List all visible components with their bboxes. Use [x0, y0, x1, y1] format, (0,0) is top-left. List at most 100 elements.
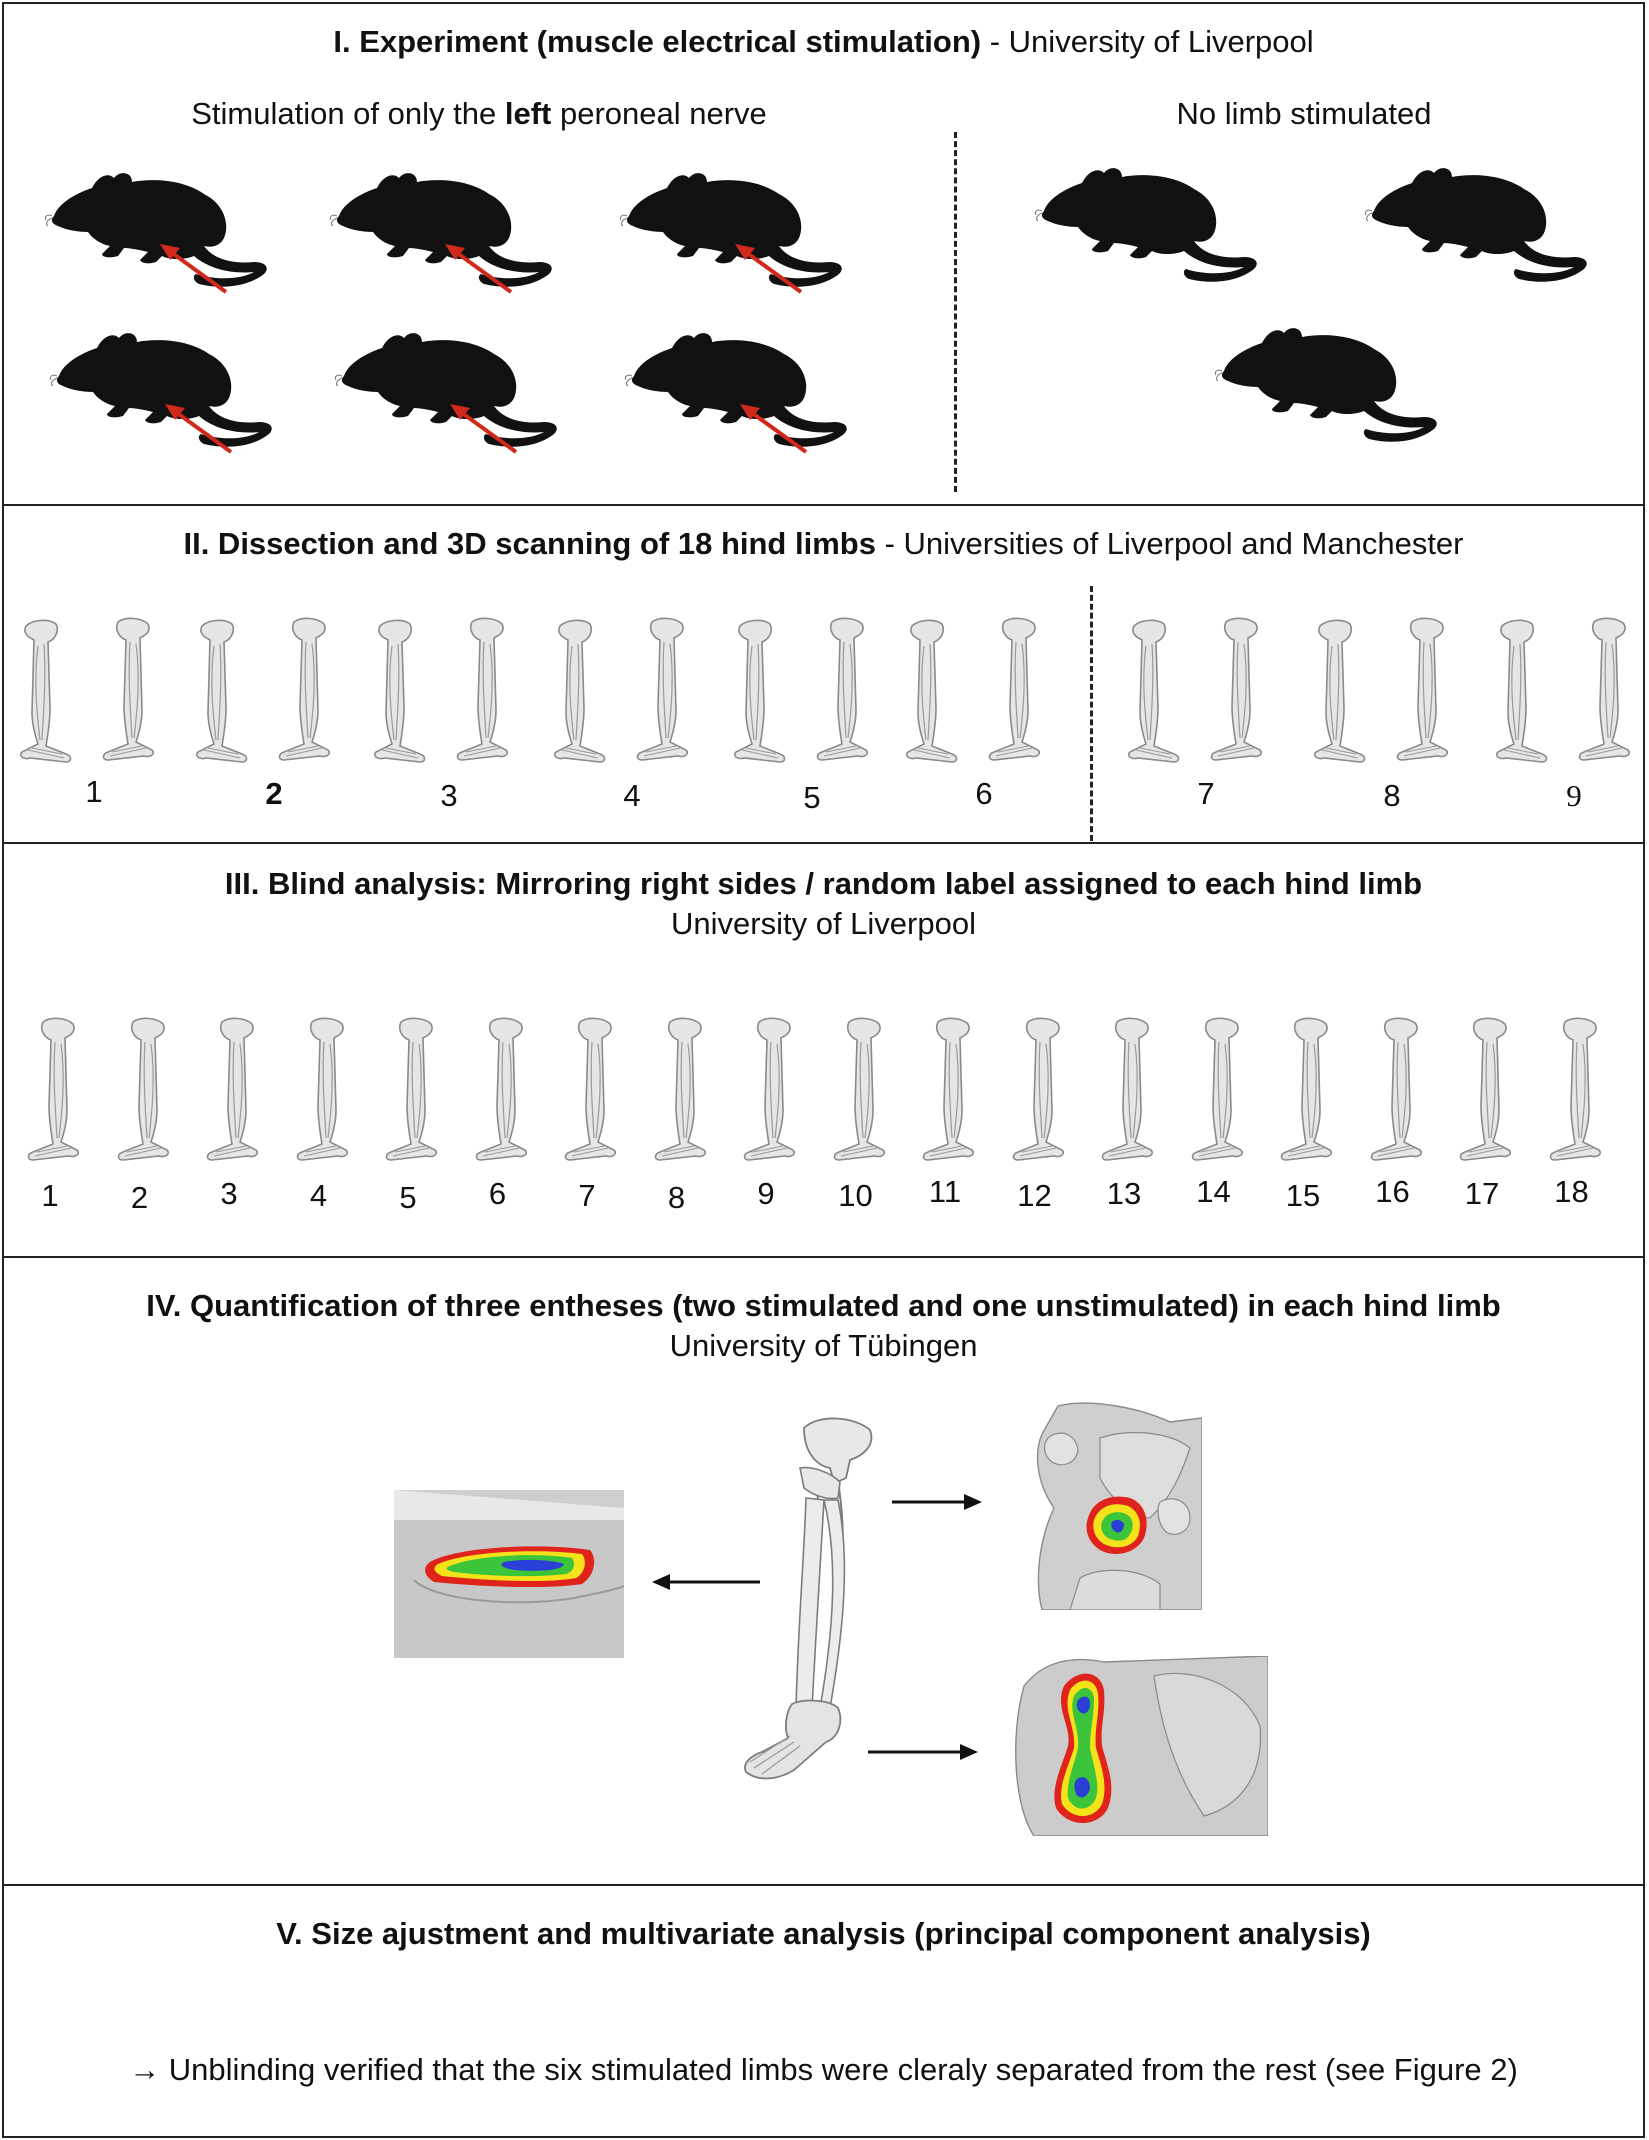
- hind-limb-left: [1488, 616, 1548, 766]
- enthesis-closeup-left: [394, 1490, 624, 1658]
- mirrored-hind-limb: [649, 1014, 719, 1164]
- panel2-title: II. Dissection and 3D scanning of 18 hin…: [4, 524, 1643, 564]
- panel4-subtitle: University of Tübingen: [669, 1328, 978, 1363]
- mirrored-hind-limb: [1186, 1014, 1256, 1164]
- limb-label: 12: [1017, 1178, 1052, 1213]
- hind-limb-right: [278, 614, 338, 764]
- limb-label: 6: [488, 1176, 507, 1211]
- panel-quantification: IV. Quantification of three entheses (tw…: [2, 1256, 1645, 1886]
- mirrored-hind-limb: [291, 1014, 361, 1164]
- panel3-subtitle: University of Liverpool: [671, 906, 976, 941]
- hind-limb-right: [636, 614, 696, 764]
- hind-limb-left: [546, 616, 606, 766]
- stimulated-rat: [329, 164, 559, 304]
- control-rat: [1364, 159, 1594, 299]
- hind-limb-left: [726, 616, 786, 766]
- limb-label: 16: [1375, 1174, 1410, 1209]
- panel5-title: V. Size ajustment and multivariate analy…: [276, 1916, 1371, 1951]
- mirrored-hind-limb: [828, 1014, 898, 1164]
- group-divider: [1090, 586, 1093, 841]
- limb-label: 3: [220, 1176, 238, 1211]
- hind-limb-right: [1578, 614, 1638, 764]
- mirrored-hind-limb: [1007, 1014, 1077, 1164]
- pair-label: 5: [803, 780, 821, 815]
- limb-label: 11: [928, 1174, 962, 1209]
- stimulated-caption: Stimulation of only the left peroneal ne…: [4, 94, 954, 134]
- stimulated-caption-pre: Stimulation of only the: [191, 96, 505, 131]
- control-rat: [1214, 319, 1444, 459]
- limb-label: 10: [838, 1178, 873, 1213]
- pair-label: 6: [975, 776, 993, 811]
- hind-limb-model: [744, 1417, 873, 1780]
- mirrored-hind-limb: [112, 1014, 182, 1164]
- enthesis-closeup-bottom: [1004, 1656, 1268, 1836]
- panel1-title-bold: I. Experiment (muscle electrical stimula…: [333, 24, 982, 59]
- limb-label: 14: [1196, 1174, 1231, 1209]
- hind-limb-left: [12, 616, 72, 766]
- limb-label: 18: [1554, 1174, 1589, 1209]
- hind-limb-left: [188, 616, 248, 766]
- pair-label: 4: [623, 778, 641, 813]
- mirrored-hind-limb: [1096, 1014, 1166, 1164]
- limb-label: 5: [399, 1180, 417, 1215]
- stimulated-rat: [334, 324, 564, 464]
- hind-limb-left: [1306, 616, 1366, 766]
- hind-limb-left: [1120, 616, 1180, 766]
- limb-label: 13: [1106, 1176, 1142, 1211]
- hind-limb-right: [456, 614, 516, 764]
- stimulated-rat: [49, 324, 279, 464]
- arrow-left-icon: [652, 1574, 760, 1590]
- limb-label: 9: [757, 1176, 775, 1211]
- group-divider: [954, 132, 957, 492]
- hind-limb-right: [988, 614, 1048, 764]
- mirrored-hind-limb: [738, 1014, 808, 1164]
- panel1-title: I. Experiment (muscle electrical stimula…: [4, 22, 1643, 62]
- panel-multivariate: V. Size ajustment and multivariate analy…: [2, 1884, 1645, 2138]
- pair-label: 7: [1197, 776, 1215, 811]
- panel-experiment: I. Experiment (muscle electrical stimula…: [2, 2, 1645, 506]
- mirrored-hind-limb: [470, 1014, 540, 1164]
- panel3-title: III. Blind analysis: Mirroring right sid…: [224, 866, 1423, 901]
- enthesis-closeup-top: [1030, 1398, 1202, 1610]
- stimulated-caption-post: peroneal nerve: [551, 96, 767, 131]
- mirrored-hind-limb: [559, 1014, 629, 1164]
- panel1-title-rest: - University of Liverpool: [981, 24, 1314, 59]
- pair-label: 8: [1383, 778, 1401, 813]
- mirrored-hind-limb: [1544, 1014, 1614, 1164]
- arrow-right-icon: [868, 1744, 978, 1760]
- stimulated-caption-bold: left: [504, 96, 552, 131]
- hind-limb-right: [102, 614, 162, 764]
- pair-label: 3: [440, 778, 458, 813]
- pair-label: 2: [265, 776, 283, 811]
- stimulated-rat: [619, 164, 849, 304]
- hind-limb-right: [816, 614, 876, 764]
- limb-label: 7: [578, 1178, 596, 1213]
- panel-blind-analysis: III. Blind analysis: Mirroring right sid…: [2, 842, 1645, 1258]
- hind-limb-right: [1396, 614, 1456, 764]
- limb-label: 4: [309, 1178, 328, 1213]
- mirrored-hind-limb: [22, 1014, 92, 1164]
- hind-limb-left: [366, 616, 426, 766]
- control-caption: No limb stimulated: [1176, 96, 1432, 131]
- mirrored-hind-limb: [380, 1014, 450, 1164]
- arrow-right-icon: [892, 1494, 982, 1510]
- limb-label: 15: [1285, 1178, 1321, 1213]
- conclusion-text: → Unblinding verified that the six stimu…: [129, 2052, 1518, 2087]
- mirrored-hind-limb: [917, 1014, 987, 1164]
- hind-limb-right: [1210, 614, 1270, 764]
- mirrored-hind-limb: [1454, 1014, 1524, 1164]
- panel2-title-bold: II. Dissection and 3D scanning of 18 hin…: [183, 526, 876, 561]
- mirrored-hind-limb: [1365, 1014, 1435, 1164]
- hind-limb-left: [898, 616, 958, 766]
- panel-dissection: II. Dissection and 3D scanning of 18 hin…: [2, 504, 1645, 844]
- pair-label: 9: [1566, 778, 1582, 813]
- limb-label: 1: [41, 1178, 59, 1213]
- pair-label: 1: [85, 774, 103, 809]
- panel2-title-rest: - Universities of Liverpool and Manchest…: [875, 526, 1464, 561]
- stimulated-rat: [44, 164, 274, 304]
- mirrored-hind-limb: [1275, 1014, 1345, 1164]
- limb-label: 17: [1464, 1176, 1500, 1211]
- mirrored-hind-limb: [201, 1014, 271, 1164]
- stimulated-rat: [624, 324, 854, 464]
- control-rat: [1034, 159, 1264, 299]
